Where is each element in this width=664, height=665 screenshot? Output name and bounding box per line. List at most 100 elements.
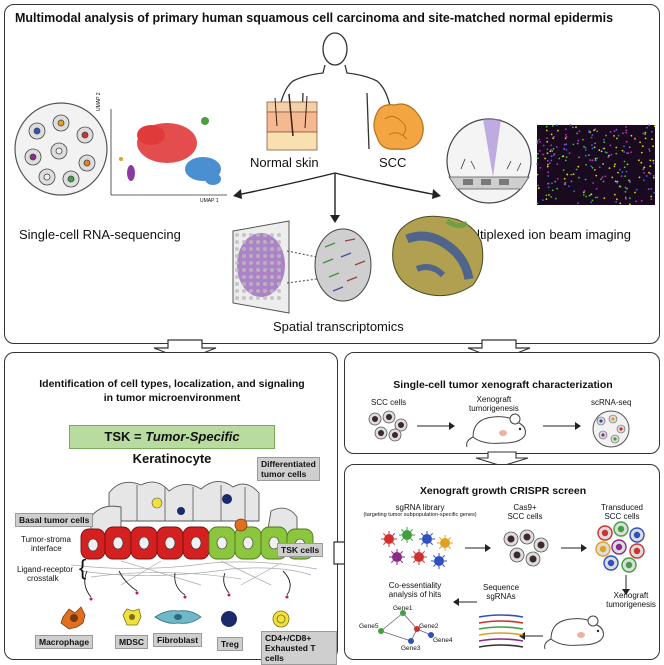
differentiated-label: Differentiated tumor cells [257, 457, 320, 481]
mibi-speckle [620, 175, 623, 177]
mibi-speckle [624, 190, 627, 193]
mibi-speckle [608, 154, 610, 157]
mibi-speckle [638, 176, 641, 179]
mibi-speckle [577, 202, 579, 205]
mibi-speckle [546, 165, 549, 168]
spatial-spot [263, 254, 267, 258]
mibi-speckle [545, 129, 548, 132]
human-body-outline [272, 32, 398, 150]
mibi-speckle [650, 195, 653, 198]
spatial-spot [277, 282, 281, 286]
mibi-speckle [570, 180, 573, 183]
mibi-speckle [613, 135, 615, 137]
mibi-speckle [563, 183, 566, 186]
virus-spike [442, 554, 446, 558]
virus-spike [382, 532, 386, 536]
mibi-speckle [594, 157, 597, 160]
mibi-speckle [634, 138, 636, 141]
mibi-speckle [555, 146, 558, 148]
virus-particle [440, 538, 450, 548]
mibi-speckle [602, 138, 605, 141]
mibi-speckle [629, 197, 631, 200]
mibi-speckle [624, 186, 627, 189]
virus-particle [422, 534, 432, 544]
mibi-speckle [643, 172, 645, 174]
spatial-spot [242, 240, 246, 244]
signaling-arrows [84, 570, 291, 601]
virus-spike [400, 538, 404, 542]
mibi-speckle [625, 198, 627, 200]
mibi-speckle [619, 168, 621, 171]
mibi-speckle [644, 131, 647, 134]
mibi-speckle [595, 174, 598, 177]
mibi-speckle [640, 161, 643, 164]
virus-spike [390, 560, 394, 564]
spatial-spot [277, 275, 281, 279]
mibi-speckle [630, 151, 632, 154]
normal-skin-label: Normal skin [250, 155, 319, 170]
mibi-speckle [641, 145, 644, 148]
mibi-speckle [556, 178, 559, 180]
t-cells-label: CD4+/CD8+ Exhausted T cells [261, 631, 337, 665]
mibi-speckle [536, 163, 538, 165]
mibi-speckle [546, 137, 548, 139]
mibi-speckle [595, 188, 598, 190]
virus-spike [432, 564, 436, 568]
mibi-speckle [537, 184, 539, 187]
mibi-speckle [591, 166, 594, 169]
mibi-speckle [569, 124, 572, 126]
transduced-nucleus [601, 529, 609, 537]
mibi-speckle [650, 198, 653, 200]
scrnaseq-dish [592, 410, 630, 448]
mibi-speckle [649, 172, 652, 175]
tumor-stroma-label: Tumor-stroma interface [21, 535, 71, 553]
mibi-speckle [629, 181, 631, 183]
macrophage-label: Macrophage [35, 635, 94, 649]
transduced-nucleus [633, 547, 641, 555]
virus-spike [430, 532, 434, 536]
arrow-lib-to-cas9 [465, 544, 491, 552]
mibi-speckle [593, 146, 596, 149]
mibi-speckle [614, 163, 616, 166]
mibi-speckle [565, 149, 568, 151]
mibi-speckle [591, 134, 594, 136]
mibi-speckle [639, 141, 641, 144]
mibi-speckle [542, 144, 545, 147]
mibi-speckle [596, 196, 599, 199]
mibi-speckle [590, 136, 593, 139]
spatial-spot [277, 296, 281, 300]
mibi-speckle [614, 180, 617, 183]
mibi-speckle [553, 152, 556, 155]
spatial-spot [263, 282, 267, 286]
mibi-speckle [625, 126, 627, 128]
mibi-speckle [603, 141, 606, 144]
tme-title-line2: in tumor microenvironment [103, 392, 241, 404]
mibi-speckle [564, 181, 567, 184]
mibi-speckle [578, 156, 580, 159]
mibi-speckle [563, 177, 566, 180]
mibi-speckle [546, 140, 549, 143]
treg-label: Treg [217, 637, 243, 651]
treg-icon [221, 611, 237, 627]
mibi-speckle [604, 175, 607, 178]
gene3-label: Gene3 [401, 645, 421, 652]
mibi-speckle [578, 176, 580, 179]
mibi-speckle [619, 202, 622, 205]
mibi-speckle [616, 181, 619, 184]
virus-spike [438, 546, 442, 550]
mibi-speckle [584, 149, 587, 151]
crispr-xeno-label: Xenograft tumorigenesis [606, 591, 656, 609]
spatial-spot [263, 275, 267, 279]
mibi-speckle [564, 159, 567, 162]
mibi-speckle [635, 188, 638, 191]
mibi-speckle [642, 168, 645, 171]
mibi-speckle [568, 152, 571, 155]
mibi-speckle [563, 143, 566, 146]
spatial-spot [270, 268, 274, 272]
tumor-microenvironment-panel: Identification of cell types, localizati… [4, 352, 338, 665]
mibi-speckle [582, 191, 585, 194]
mibi-speckle [648, 148, 650, 151]
mibi-speckle [551, 189, 554, 192]
virus-spike [382, 542, 386, 546]
arrow-cas9-to-trans [561, 544, 587, 552]
